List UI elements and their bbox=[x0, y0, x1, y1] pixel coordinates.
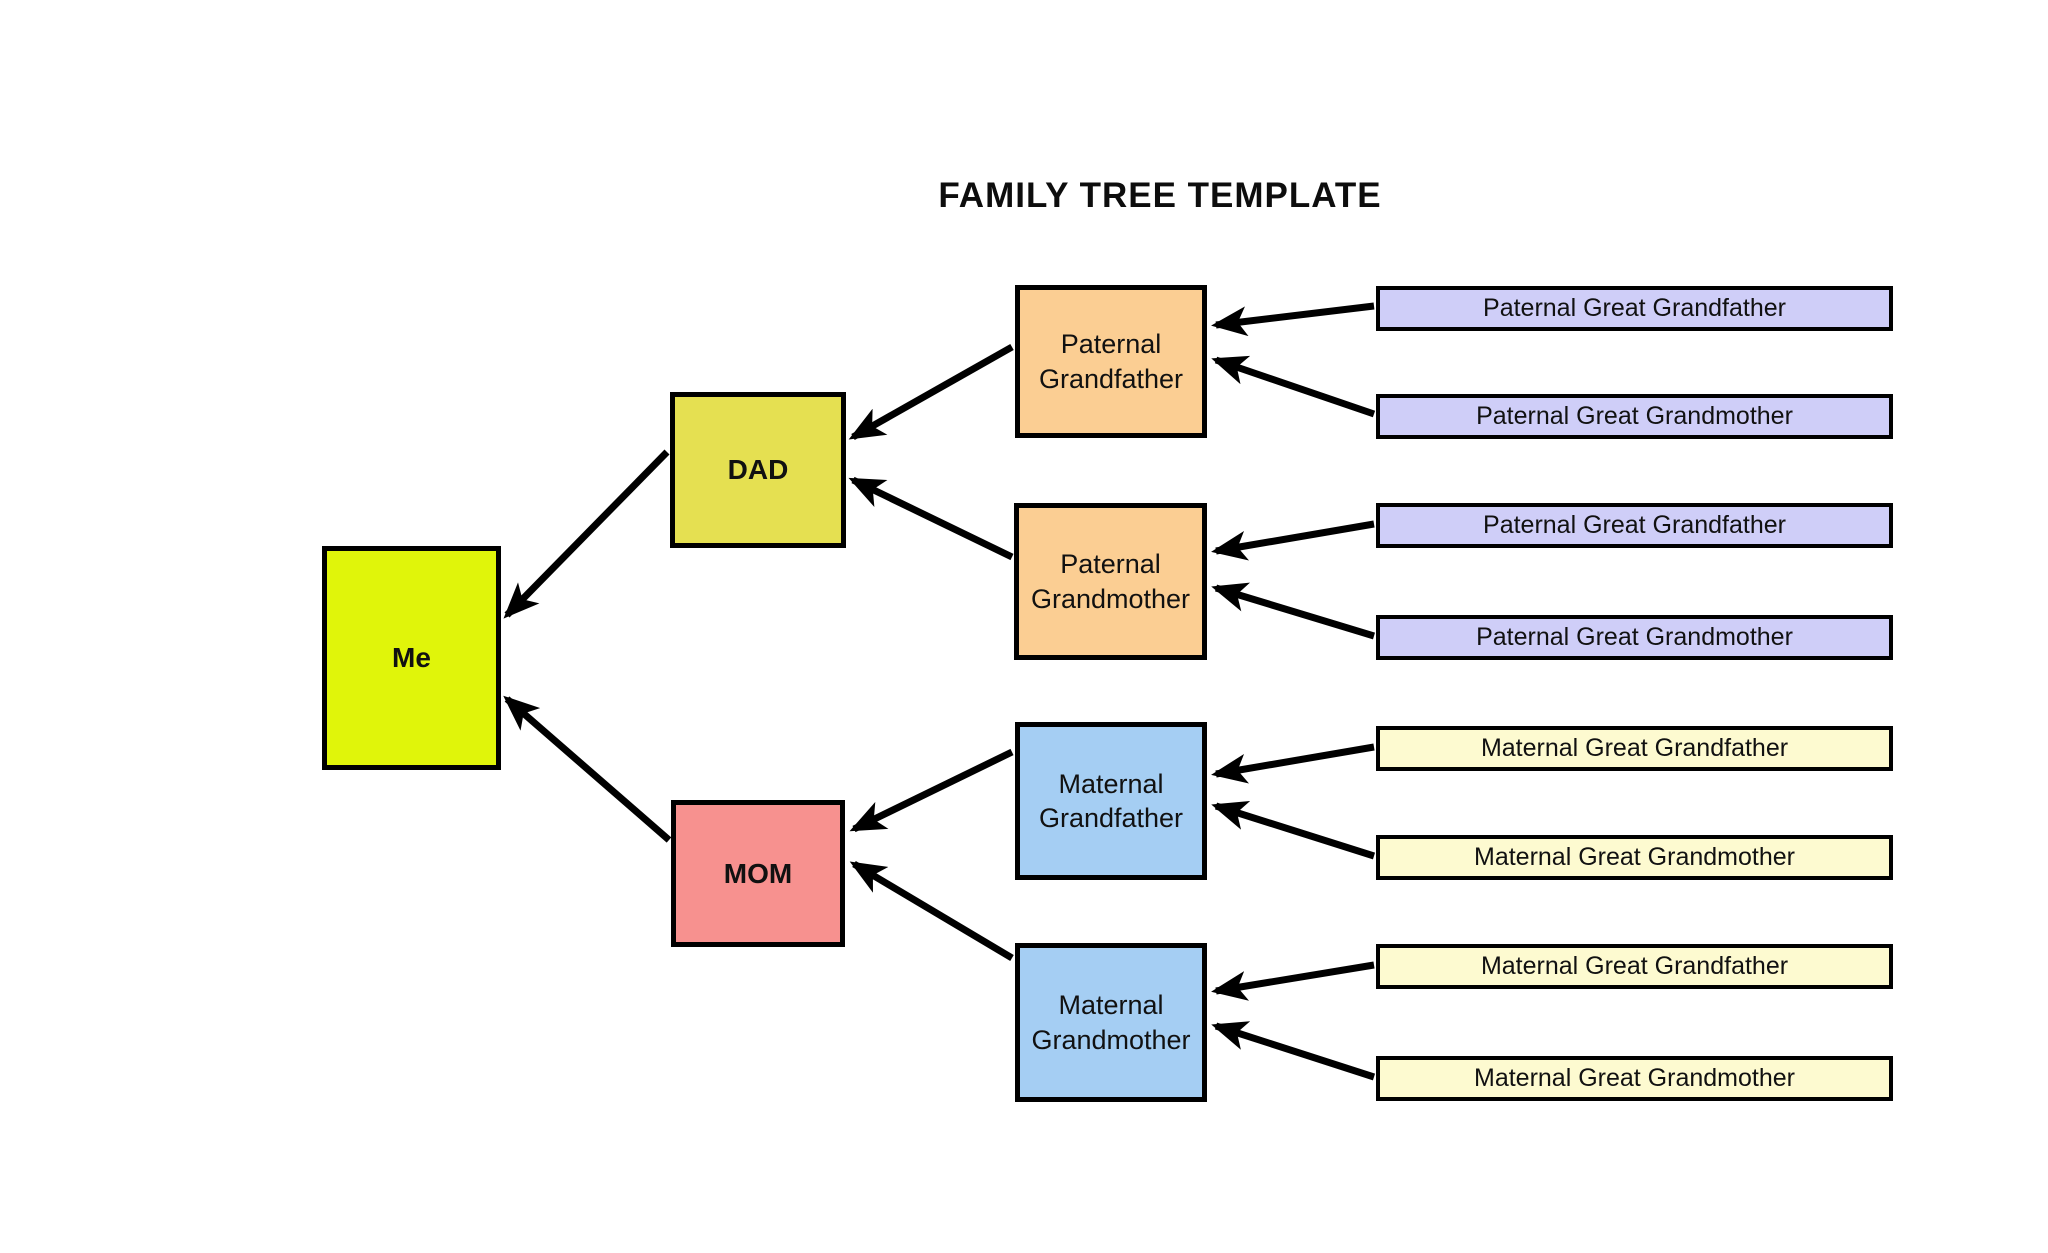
arrow-dad-to-me bbox=[503, 449, 670, 619]
arrow-ggm2-to-paternal-grandmother bbox=[1211, 582, 1376, 640]
node-paternal-grandfather: Paternal Grandfather bbox=[1015, 285, 1207, 438]
arrow-maternal-grandmother-to-mom bbox=[849, 860, 1014, 962]
bar-maternal-great-grandfather-2: Maternal Great Grandfather bbox=[1376, 944, 1893, 989]
bar-label: Paternal Great Grandmother bbox=[1476, 623, 1793, 651]
bar-label: Maternal Great Grandmother bbox=[1474, 1064, 1795, 1092]
bar-label: Maternal Great Grandfather bbox=[1480, 734, 1789, 762]
bar-paternal-great-grandfather-1: Paternal Great Grandfather bbox=[1376, 286, 1893, 331]
bar-label: Maternal Great Grandmother bbox=[1474, 843, 1795, 871]
node-me-label: Me bbox=[392, 642, 431, 674]
bar-label: Paternal Great Grandfather bbox=[1483, 294, 1786, 322]
node-me: Me bbox=[322, 546, 501, 770]
bar-maternal-great-grandmother-2: Maternal Great Grandmother bbox=[1376, 1056, 1893, 1101]
node-dad: DAD bbox=[670, 392, 846, 548]
node-maternal-grandmother: Maternal Grandmother bbox=[1015, 943, 1207, 1102]
bar-paternal-great-grandmother-2: Paternal Great Grandmother bbox=[1376, 615, 1893, 660]
bar-label: Maternal Great Grandfather bbox=[1480, 952, 1789, 980]
bar-paternal-great-grandfather-2: Paternal Great Grandfather bbox=[1376, 503, 1893, 548]
arrow-maternal-grandfather-to-mom bbox=[849, 748, 1014, 833]
arrow-paternal-grandmother-to-dad bbox=[848, 476, 1014, 561]
node-mom: MOM bbox=[671, 800, 845, 947]
arrow-ggm3-to-maternal-grandfather bbox=[1211, 801, 1376, 860]
arrow-ggf3-to-maternal-grandfather bbox=[1211, 743, 1375, 784]
bar-label: Paternal Great Grandfather bbox=[1483, 511, 1786, 539]
bar-label: Paternal Great Grandmother bbox=[1476, 402, 1793, 430]
node-paternal-grandmother-label: Paternal Grandmother bbox=[1030, 549, 1191, 614]
bar-maternal-great-grandmother-1: Maternal Great Grandmother bbox=[1376, 835, 1893, 880]
node-maternal-grandmother-label: Maternal Grandmother bbox=[1031, 990, 1191, 1055]
node-paternal-grandmother: Paternal Grandmother bbox=[1014, 503, 1207, 660]
node-maternal-grandfather: Maternal Grandfather bbox=[1015, 722, 1207, 880]
arrow-ggf1-to-paternal-grandfather bbox=[1211, 302, 1375, 337]
arrow-paternal-grandfather-to-dad bbox=[848, 343, 1014, 441]
bar-maternal-great-grandfather-1: Maternal Great Grandfather bbox=[1376, 726, 1893, 771]
arrow-ggm1-to-paternal-grandfather bbox=[1211, 355, 1376, 418]
node-maternal-grandfather-label: Maternal Grandfather bbox=[1038, 768, 1184, 833]
node-mom-label: MOM bbox=[723, 857, 793, 889]
arrow-ggm4-to-maternal-grandmother bbox=[1211, 1021, 1376, 1081]
diagram-title: FAMILY TREE TEMPLATE bbox=[938, 176, 1382, 215]
arrow-ggf2-to-paternal-grandmother bbox=[1211, 520, 1375, 561]
bar-paternal-great-grandmother-1: Paternal Great Grandmother bbox=[1376, 394, 1893, 439]
node-paternal-grandfather-label: Paternal Grandfather bbox=[1038, 329, 1184, 394]
arrow-ggf4-to-maternal-grandmother bbox=[1211, 961, 1375, 1001]
node-dad-label: DAD bbox=[727, 454, 789, 486]
arrow-mom-to-me bbox=[503, 695, 672, 843]
